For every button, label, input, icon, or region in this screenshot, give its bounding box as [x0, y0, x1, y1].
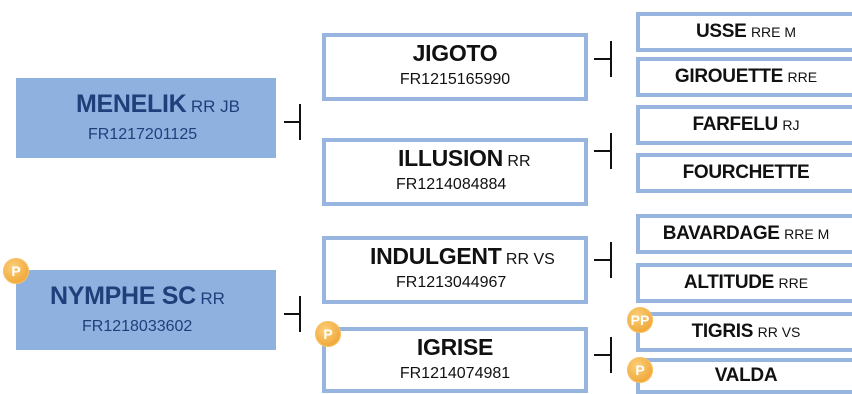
- pedigree-box-usse: USSE RRE M: [636, 12, 852, 52]
- horse-name: FARFELU: [692, 114, 778, 135]
- horse-suffix: RRE M: [784, 226, 830, 242]
- horse-name: FOURCHETTE: [682, 162, 810, 183]
- horse-suffix: RR VS: [757, 324, 801, 340]
- horse-name: MENELIK: [76, 90, 187, 118]
- pedigree-box-menelik: MENELIK RR JB FR1217201125: [16, 78, 276, 158]
- horse-name: NYMPHE SC: [50, 282, 196, 310]
- horse-name: JIGOTO: [412, 40, 498, 66]
- registration-number: FR1215165990: [399, 71, 511, 88]
- horse-name: INDULGENT: [370, 243, 502, 269]
- connector-line: [610, 337, 612, 373]
- pedigree-box-indulgent: INDULGENT RR VS FR1213044967: [322, 236, 588, 304]
- registration-number: FR1218033602: [82, 318, 193, 335]
- horse-suffix: RRE M: [750, 24, 797, 40]
- horse-suffix: RR JB: [190, 97, 240, 116]
- connector-line: [610, 133, 612, 169]
- registration-number: FR1214084884: [396, 176, 507, 193]
- medal-icon: P: [627, 357, 653, 383]
- medal-icon: PP: [627, 307, 653, 333]
- pedigree-box-jigoto: JIGOTO FR1215165990: [322, 33, 588, 101]
- horse-name: BAVARDAGE: [662, 223, 780, 244]
- pedigree-box-tigris: TIGRIS RR VS: [636, 312, 852, 352]
- horse-name: TIGRIS: [691, 321, 754, 342]
- pedigree-box-girouette: GIROUETTE RRE: [636, 57, 852, 97]
- pedigree-box-altitude: ALTITUDE RRE: [636, 263, 852, 303]
- registration-number: FR1213044967: [396, 274, 507, 291]
- pedigree-box-fourchette: FOURCHETTE: [636, 153, 852, 193]
- horse-name: GIROUETTE: [674, 66, 784, 87]
- connector-line: [610, 41, 612, 77]
- horse-name: USSE: [695, 21, 747, 42]
- connector-line: [299, 104, 301, 140]
- pedigree-box-bavardage: BAVARDAGE RRE M: [636, 214, 852, 254]
- pedigree-box-illusion: ILLUSION RR FR1214084884: [322, 138, 588, 206]
- medal-icon: P: [3, 258, 29, 284]
- horse-suffix: RR: [200, 289, 225, 308]
- horse-name: ALTITUDE: [683, 272, 775, 293]
- horse-suffix: RRE: [787, 69, 818, 85]
- horse-suffix: RR: [507, 153, 531, 170]
- horse-name: IGRISE: [416, 334, 494, 360]
- connector-line: [284, 121, 301, 123]
- pedigree-box-valda: VALDA: [636, 358, 852, 394]
- horse-name: VALDA: [714, 365, 778, 386]
- medal-icon: P: [315, 321, 341, 347]
- pedigree-box-nymphe-sc: NYMPHE SC RR FR1218033602: [16, 270, 276, 350]
- connector-line: [284, 313, 301, 315]
- horse-suffix: RRE: [778, 275, 809, 291]
- connector-line: [610, 242, 612, 278]
- connector-line: [594, 259, 612, 261]
- horse-suffix: RR VS: [505, 251, 555, 268]
- pedigree-box-igrise: IGRISE FR1214074981: [322, 327, 588, 393]
- registration-number: FR1214074981: [399, 365, 511, 382]
- horse-name: ILLUSION: [398, 145, 503, 171]
- connector-line: [594, 354, 612, 356]
- connector-line: [299, 296, 301, 332]
- pedigree-box-farfelu: FARFELU RJ: [636, 105, 852, 145]
- horse-suffix: RJ: [782, 117, 800, 133]
- connector-line: [594, 150, 612, 152]
- registration-number: FR1217201125: [88, 126, 198, 143]
- connector-line: [594, 58, 612, 60]
